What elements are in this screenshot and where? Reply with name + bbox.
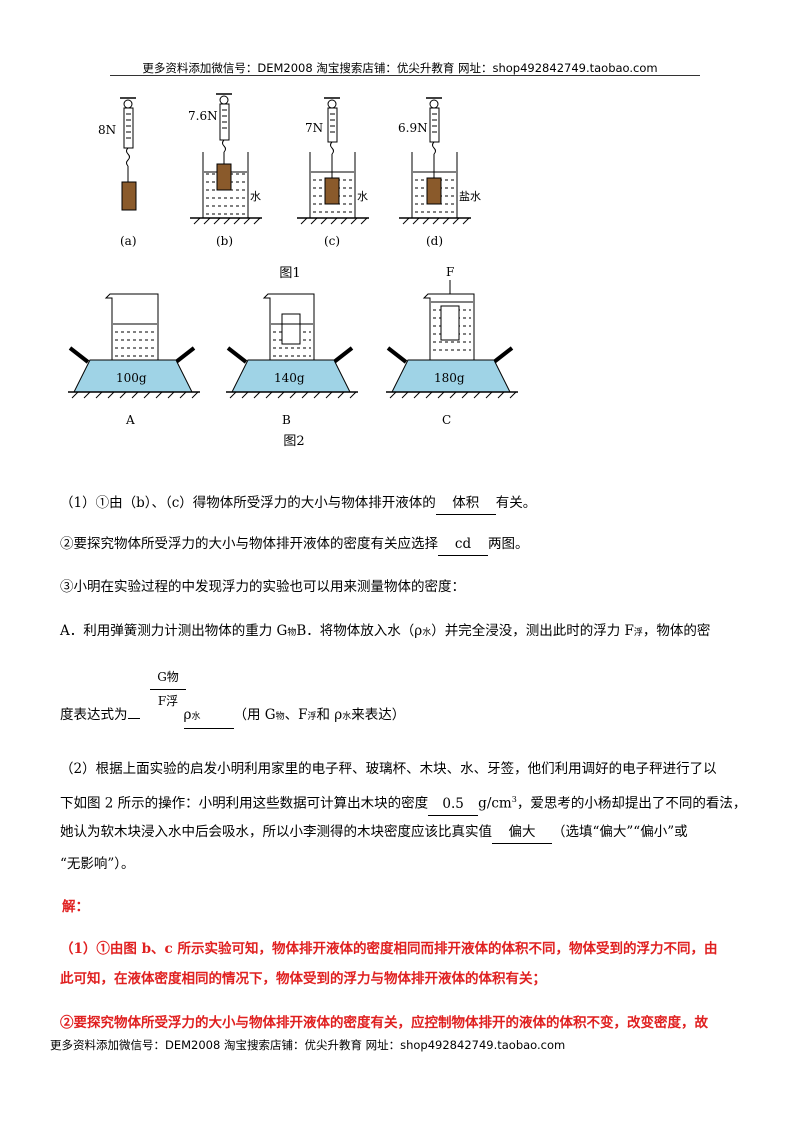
- panel-label: (d): [426, 234, 443, 248]
- figure-2-panel-a: 100g A: [68, 293, 200, 427]
- wood-block: [281, 313, 301, 345]
- header-divider: [110, 75, 700, 76]
- liquid-label: 水: [357, 190, 368, 203]
- fraction-denominator: F浮: [157, 694, 179, 708]
- q2-line3: 她认为软木块浸入水中后会吸水，所以小李测得的木块密度应该比真实值偏大（选填“偏大…: [60, 821, 688, 844]
- q2-line4: “无影响”）。: [60, 856, 135, 872]
- figure-2-caption: 图2: [283, 434, 305, 449]
- figure-1-panel-c: 7N 水 (c): [297, 97, 369, 248]
- panel-label: B: [282, 413, 291, 427]
- figure-1-panel-b: 7.6N 水 (b): [188, 93, 262, 248]
- panel-label: (b): [216, 234, 233, 248]
- spring-scale-reading: 8N: [98, 123, 116, 137]
- panel-label: C: [442, 413, 451, 427]
- figure-1-panel-d: 6.9N 盐水 (d): [398, 97, 481, 248]
- wood-block: [121, 181, 137, 211]
- answer-blank: cd: [438, 533, 488, 556]
- figure-1-panel-a: 8N (a): [98, 97, 137, 248]
- fraction-numerator: G物: [157, 670, 179, 684]
- page-footer: 更多资料添加微信号：DEM2008 淘宝搜索店铺：优尖升教育 网址：shop49…: [50, 1038, 566, 1052]
- q2-line1: （2）根据上面实验的启发小明利用家里的电子秤、玻璃杯、木块、水、牙签，他们利用调…: [60, 761, 717, 777]
- solution-1-line2: 此可知，在液体密度相同的情况下，物体受到的浮力与物体排开液体的体积有关；: [60, 971, 546, 987]
- spring-scale-reading: 7N: [305, 121, 323, 135]
- q1-part1: （1）①由（b）、（c）得物体所受浮力的大小与物体排开液体的体积有关。: [60, 492, 536, 515]
- figure-2-diagram: 100g A 140g B F 180g C: [68, 265, 518, 427]
- wood-block: [216, 163, 232, 191]
- fraction-bar: [150, 689, 186, 690]
- figure-2-panel-b: 140g B: [226, 293, 358, 427]
- answer-blank: 体积: [435, 492, 496, 515]
- page-header: 更多资料添加微信号：DEM2008 淘宝搜索店铺：优尖升教育 网址：shop49…: [142, 61, 658, 75]
- liquid-label: 水: [250, 190, 261, 203]
- answer-blank: 0.5: [428, 793, 479, 816]
- solution-label: 解：: [62, 899, 89, 915]
- scale-reading: 100g: [116, 371, 147, 385]
- answer-blank: 偏大: [492, 821, 552, 844]
- wood-block: [324, 177, 340, 205]
- q1-part3-steps: A．利用弹簧测力计测出物体的重力 G物B．将物体放入水（ρ水）并完全浸没，测出此…: [60, 623, 711, 639]
- force-label: F: [446, 265, 454, 279]
- scale-reading: 140g: [274, 371, 305, 385]
- panel-label: A: [125, 413, 135, 427]
- scale-reading: 180g: [434, 371, 465, 385]
- panel-label: (a): [120, 234, 137, 248]
- panel-label: (c): [324, 234, 340, 248]
- figure-1-caption: 图1: [279, 266, 301, 281]
- q1-part3: ③小明在实验过程的中发现浮力的实验也可以用来测量物体的密度：: [60, 579, 465, 595]
- solution-1-line1: （1）①由图 b、c 所示实验可知，物体排开液体的密度相同而排开液体的体积不同，…: [60, 941, 718, 957]
- figure-1-diagram: 8N (a) 7.6N 水 (b): [98, 93, 481, 248]
- wood-block: [426, 177, 442, 205]
- solution-2-line1: ②要探究物体所受浮力的大小与物体排开液体的密度有关，应控制物体排开的液体的体积不…: [60, 1015, 708, 1031]
- figure-2-panel-c: F 180g C: [386, 265, 518, 427]
- spring-scale-reading: 7.6N: [188, 109, 218, 123]
- wood-block: [440, 305, 460, 341]
- spring-scale-reading: 6.9N: [398, 121, 428, 135]
- liquid-label: 盐水: [459, 190, 481, 203]
